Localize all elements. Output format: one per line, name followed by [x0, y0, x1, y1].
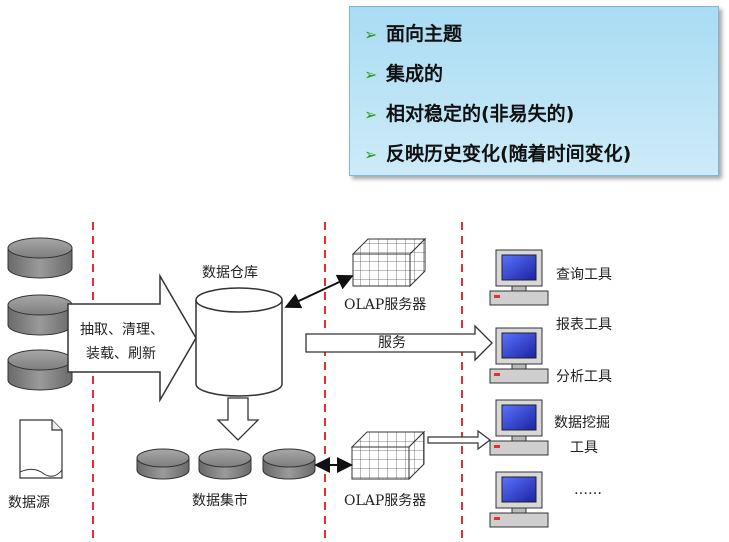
database-disk-icon — [7, 349, 73, 391]
database-disk-icon — [136, 448, 190, 480]
data-warehouse-label: 数据仓库 — [202, 265, 258, 281]
data-source-label: 数据源 — [8, 495, 50, 511]
tool-analysis-label: 分析工具 — [556, 369, 612, 385]
computer-icon — [489, 399, 549, 456]
database-disk-icon — [198, 448, 252, 480]
feature-item: ➢反映历史变化(随着时间变化) — [364, 139, 631, 169]
tool-mining-label-line2: 工具 — [570, 440, 598, 456]
tool-report-label: 报表工具 — [556, 317, 612, 333]
down-arrow — [216, 397, 260, 441]
divider-lines — [92, 222, 463, 542]
computer-icon — [489, 471, 549, 528]
feature-item: ➢面向主题 — [364, 19, 462, 49]
bidirectional-arrow — [284, 274, 354, 309]
service-arrow — [305, 324, 493, 362]
arrow-right-icon: ➢ — [364, 65, 378, 84]
olap-cube-icon — [350, 430, 426, 481]
etl-label-line1: 抽取、清理、 — [80, 322, 164, 338]
olap-bottom-label: OLAP服务器 — [344, 493, 426, 509]
data-mart-disks — [136, 448, 316, 480]
olap-cube-icon — [351, 237, 427, 288]
arrow-right-icon: ➢ — [364, 25, 378, 44]
etl-label-line2: 装载、刷新 — [86, 346, 156, 362]
feature-item: ➢相对稳定的(非易失的) — [364, 99, 574, 129]
etl-arrow — [67, 273, 197, 403]
arrow-right-icon: ➢ — [364, 105, 378, 124]
output-arrow — [427, 429, 491, 451]
data-warehouse-cylinder-icon — [195, 287, 283, 397]
tool-query-label: 查询工具 — [556, 267, 612, 283]
service-label: 服务 — [378, 335, 406, 351]
database-disk-icon — [262, 448, 316, 480]
arrow-right-icon: ➢ — [364, 145, 378, 164]
computer-icon — [489, 327, 549, 384]
feature-box: ➢面向主题 ➢集成的 ➢相对稳定的(非易失的) ➢反映历史变化(随着时间变化) — [349, 6, 719, 176]
data-mart-label: 数据集市 — [192, 492, 248, 509]
feature-item: ➢集成的 — [364, 59, 443, 89]
olap-top-label: OLAP服务器 — [344, 297, 426, 313]
tool-more-label: …… — [574, 482, 602, 498]
database-disk-icon — [7, 237, 73, 279]
tool-mining-label-line1: 数据挖掘 — [554, 415, 610, 431]
document-icon — [19, 419, 63, 479]
database-disk-icon — [7, 294, 73, 336]
data-source-disks — [7, 237, 73, 391]
computer-icon — [489, 249, 549, 306]
